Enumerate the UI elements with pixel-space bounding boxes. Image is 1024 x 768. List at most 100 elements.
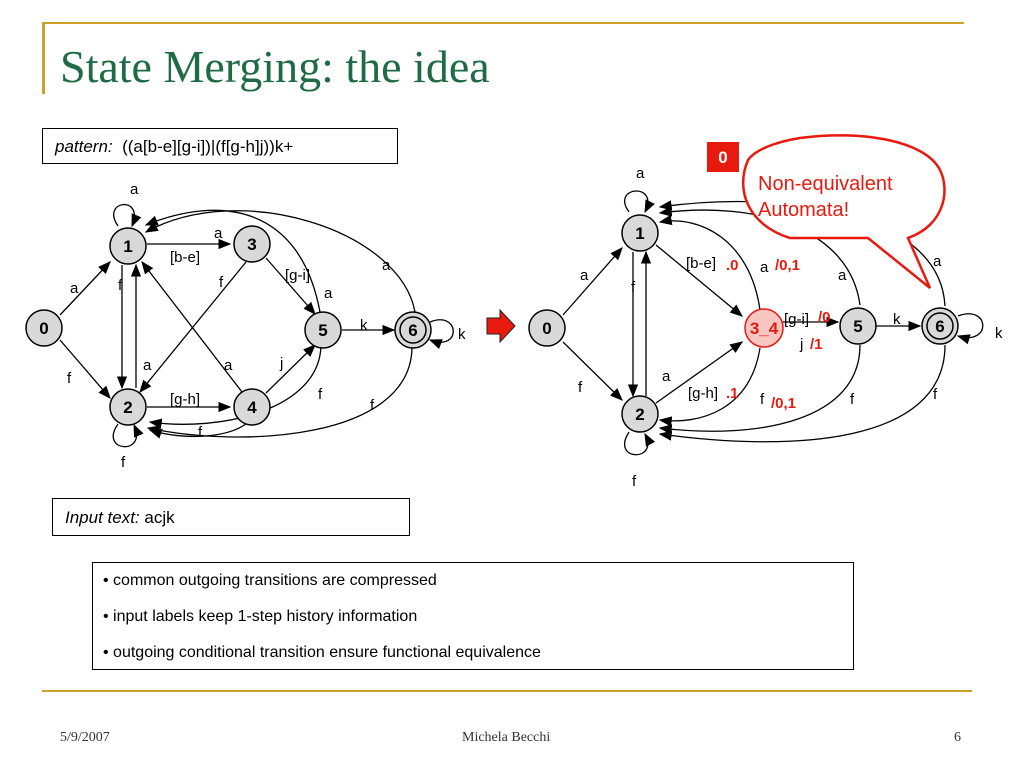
edge-0-1 bbox=[59, 261, 111, 316]
edge-4-5 bbox=[265, 344, 316, 394]
bottom-rule bbox=[42, 690, 972, 692]
r-self-loop-6 bbox=[956, 313, 984, 345]
label-f-4: f bbox=[198, 424, 203, 441]
label-gi: [g-i] bbox=[285, 267, 310, 284]
state-5 bbox=[304, 311, 342, 349]
label-f-1-2: f bbox=[118, 277, 123, 294]
edge-6-1 bbox=[144, 210, 416, 313]
r-label-gh: [g-h] bbox=[688, 385, 718, 402]
label-a-6: a bbox=[382, 257, 391, 274]
state-0-label: 0 bbox=[39, 319, 48, 338]
self-loop-1 bbox=[113, 203, 142, 228]
footer-author: Michela Becchi bbox=[462, 730, 551, 745]
right-automaton bbox=[528, 190, 984, 456]
pattern-box: pattern: ((a[b-e][g-i])|(f[g-h]j))k+ bbox=[42, 128, 398, 164]
r-state-0-label: 0 bbox=[542, 319, 551, 338]
input-text-box: Input text: acjk bbox=[52, 498, 410, 536]
title-accent-bar bbox=[42, 22, 45, 94]
input-text-value: acjk bbox=[144, 508, 175, 527]
r-label-f-5: f bbox=[850, 391, 855, 408]
state-3-label: 3 bbox=[247, 235, 256, 254]
r-label-be-hist: .0 bbox=[726, 257, 739, 274]
bullet-list: • common outgoing transitions are compre… bbox=[92, 562, 854, 670]
label-f-3-2: f bbox=[219, 274, 224, 291]
r-label-j: j bbox=[799, 336, 803, 353]
r-label-a: a bbox=[760, 259, 769, 276]
label-j: j bbox=[279, 355, 283, 372]
bullet-item: • outgoing conditional transition ensure… bbox=[103, 644, 541, 661]
label-a-1-3: a bbox=[214, 225, 223, 242]
edge-5-1 bbox=[144, 209, 321, 313]
r-label-f-1-2: f bbox=[631, 279, 636, 296]
slide-title: State Merging: the idea bbox=[60, 41, 490, 92]
r-label-k-self: k bbox=[995, 325, 1003, 342]
r-state-5 bbox=[839, 307, 877, 345]
edge-3-2 bbox=[139, 261, 247, 394]
edge-0-2 bbox=[59, 339, 111, 399]
r-state-2-label: 2 bbox=[635, 405, 644, 424]
label-a-0-1: a bbox=[70, 280, 79, 297]
r-state-2 bbox=[621, 395, 659, 433]
r-label-a-self1: a bbox=[636, 165, 645, 182]
label-a-5: a bbox=[324, 285, 333, 302]
bullet-item: • input labels keep 1-step history infor… bbox=[103, 608, 418, 625]
state-3 bbox=[233, 225, 271, 263]
r-self-loop-1 bbox=[624, 190, 655, 214]
label-f-self2: f bbox=[121, 454, 126, 471]
label-k: k bbox=[360, 317, 368, 334]
r-edge-5-2 bbox=[658, 344, 861, 435]
label-f-6: f bbox=[370, 397, 375, 414]
top-rule bbox=[42, 22, 964, 24]
state-6-accept-ring bbox=[399, 316, 427, 344]
label-f-5: f bbox=[318, 386, 323, 403]
state-flag-badge bbox=[707, 142, 739, 172]
r-label-f-self2: f bbox=[632, 473, 637, 490]
label-gh: [g-h] bbox=[170, 391, 200, 408]
self-loop-6 bbox=[428, 319, 454, 349]
callout-bubble bbox=[741, 134, 946, 289]
state-4-label: 4 bbox=[247, 398, 257, 417]
r-label-f-0-2: f bbox=[578, 379, 583, 396]
r-label-f-6: f bbox=[933, 386, 938, 403]
pattern-value: ((a[b-e][g-i])|(f[g-h]j))k+ bbox=[122, 137, 294, 156]
self-loop-2 bbox=[112, 423, 144, 448]
footer-page-number: 6 bbox=[954, 730, 961, 745]
r-label-k: k bbox=[893, 311, 901, 328]
state-flag-label: 0 bbox=[718, 148, 727, 167]
r-edge-0-2 bbox=[562, 341, 623, 401]
callout-line-1: Non-equivalent bbox=[758, 173, 893, 195]
state-2-label: 2 bbox=[123, 398, 132, 417]
r-edge-2-34 bbox=[655, 341, 744, 404]
r-state-6-label: 6 bbox=[935, 317, 944, 336]
label-a-4-1: a bbox=[224, 357, 233, 374]
transform-arrow-icon bbox=[486, 308, 516, 344]
edge-4-1 bbox=[141, 260, 243, 393]
left-automaton bbox=[25, 203, 454, 448]
r-label-a-cond: /0,1 bbox=[775, 257, 800, 274]
r-state-5-label: 5 bbox=[853, 317, 862, 336]
state-6-label: 6 bbox=[408, 321, 417, 340]
state-1 bbox=[109, 227, 147, 265]
state-0 bbox=[25, 309, 63, 347]
r-state-1-label: 1 bbox=[635, 224, 644, 243]
label-a-self1: a bbox=[130, 181, 139, 198]
label-be: [b-e] bbox=[170, 249, 200, 266]
r-label-be: [b-e] bbox=[686, 255, 716, 272]
r-label-gh-hist: .1 bbox=[726, 385, 739, 402]
r-label-gi: [g-i] bbox=[784, 311, 809, 328]
right-edge-labels: a a f f [b-e] .0 a /0,1 a a [g-i] /0 j /… bbox=[578, 165, 1003, 490]
r-label-f: f bbox=[760, 391, 765, 408]
r-edge-0-1 bbox=[562, 247, 623, 316]
r-label-a-5: a bbox=[838, 267, 847, 284]
bullet-item: • common outgoing transitions are compre… bbox=[103, 572, 437, 589]
r-edge-6-2 bbox=[658, 344, 946, 443]
callout-line-2: Automata! bbox=[758, 199, 849, 221]
r-state-3-4-label: 3_4 bbox=[750, 319, 779, 338]
left-state-labels: 0 1 2 3 4 5 6 bbox=[39, 235, 417, 417]
r-label-a-2: a bbox=[662, 368, 671, 385]
footer-date: 5/9/2007 bbox=[60, 730, 110, 745]
state-5-label: 5 bbox=[318, 321, 327, 340]
label-f-0-2: f bbox=[67, 370, 72, 387]
edge-3-5 bbox=[265, 257, 316, 315]
